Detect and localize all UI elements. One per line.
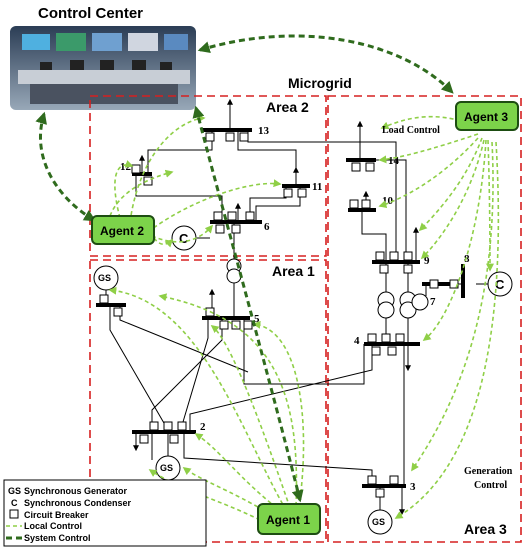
bus-label-11: 11 [312, 181, 322, 193]
generation-control-annotation-line2: Control [474, 480, 507, 491]
system-control-links [35, 34, 454, 503]
bus-label-6: 6 [264, 221, 270, 233]
area-3-boundary [327, 95, 522, 543]
legend-key-gs: GS [8, 486, 21, 496]
bus-label-9: 9 [424, 255, 430, 267]
area-3-label: Area 3 [464, 521, 507, 537]
generation-control-annotation-line1: Generation [464, 466, 513, 477]
generator-bus-3: GS [367, 509, 393, 535]
svg-text:GS: GS [372, 517, 385, 527]
bus-label-8: 8 [464, 253, 470, 265]
legend-circuit-breaker: Circuit Breaker [24, 510, 89, 520]
bus-label-10: 10 [382, 195, 394, 207]
load-control-annotation: Load Control [382, 125, 440, 136]
legend: GS Synchronous Generator C Synchronous C… [3, 479, 207, 547]
legend-synchronous-generator: Synchronous Generator [24, 486, 128, 496]
legend-synchronous-condenser: Synchronous Condenser [24, 498, 132, 508]
generator-bus-1: GS [93, 265, 119, 291]
svg-text:GS: GS [98, 273, 111, 283]
bus-label-14: 14 [388, 155, 400, 167]
agent-2: Agent 2 [91, 215, 155, 245]
control-center-title: Control Center [38, 5, 143, 22]
svg-text:GS: GS [160, 463, 173, 473]
condenser-bus-8: C [487, 271, 513, 297]
svg-text:C: C [179, 231, 189, 246]
legend-system-control: System Control [24, 533, 91, 543]
svg-text:Agent 1: Agent 1 [266, 513, 310, 527]
bus-label-12: 12 [120, 161, 132, 173]
legend-local-control: Local Control [24, 521, 82, 531]
bus-label-3: 3 [410, 481, 416, 493]
area-1-label: Area 1 [272, 263, 315, 279]
condenser-bus-6: C [171, 225, 197, 251]
generator-bus-2: GS [155, 455, 181, 481]
svg-text:Agent 3: Agent 3 [464, 110, 508, 124]
agent-3: Agent 3 [455, 101, 519, 131]
bus-label-13: 13 [258, 125, 270, 137]
svg-text:Agent 2: Agent 2 [100, 224, 144, 238]
area-2-label: Area 2 [266, 99, 309, 115]
agent-1: Agent 1 [257, 503, 321, 535]
bus-label-2: 2 [200, 421, 206, 433]
microgrid-label: Microgrid [288, 75, 352, 91]
legend-key-c: C [11, 498, 18, 508]
bus-label-4: 4 [354, 335, 360, 347]
control-room-image [10, 26, 196, 110]
svg-text:C: C [495, 277, 505, 292]
bus-label-7: 7 [430, 296, 436, 308]
legend-breaker-icon [9, 509, 19, 519]
